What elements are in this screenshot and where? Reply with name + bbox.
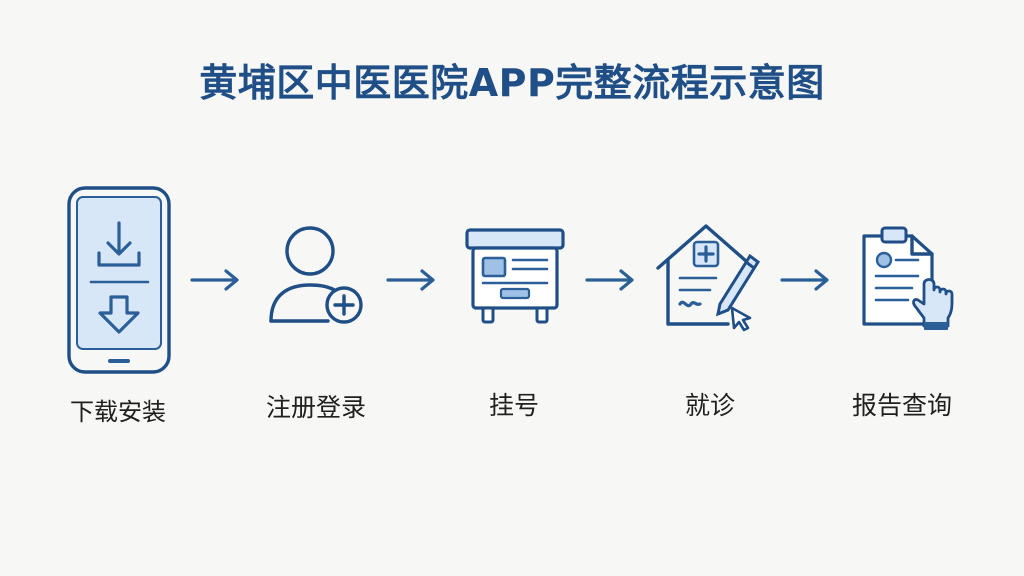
step-label-visit: 就诊 bbox=[684, 391, 735, 420]
smartphone-download-icon bbox=[66, 185, 172, 379]
clipboard-report-icon bbox=[858, 222, 958, 338]
flow-arrow-3 bbox=[585, 268, 637, 296]
diagram-title: 黄埔区中医医院APP完整流程示意图 bbox=[199, 61, 825, 105]
step-label-report: 报告查询 bbox=[851, 391, 952, 420]
flow-arrow-2 bbox=[386, 268, 438, 296]
user-add-icon bbox=[266, 225, 366, 333]
step-label-download: 下载安装 bbox=[70, 398, 166, 426]
step-label-register: 注册登录 bbox=[265, 393, 366, 422]
registration-board-icon bbox=[463, 226, 567, 330]
flow-arrow-1 bbox=[190, 268, 242, 296]
flow-arrow-4 bbox=[780, 268, 832, 296]
step-label-appointment: 挂号 bbox=[488, 391, 539, 420]
clinic-pen-icon bbox=[654, 220, 766, 338]
